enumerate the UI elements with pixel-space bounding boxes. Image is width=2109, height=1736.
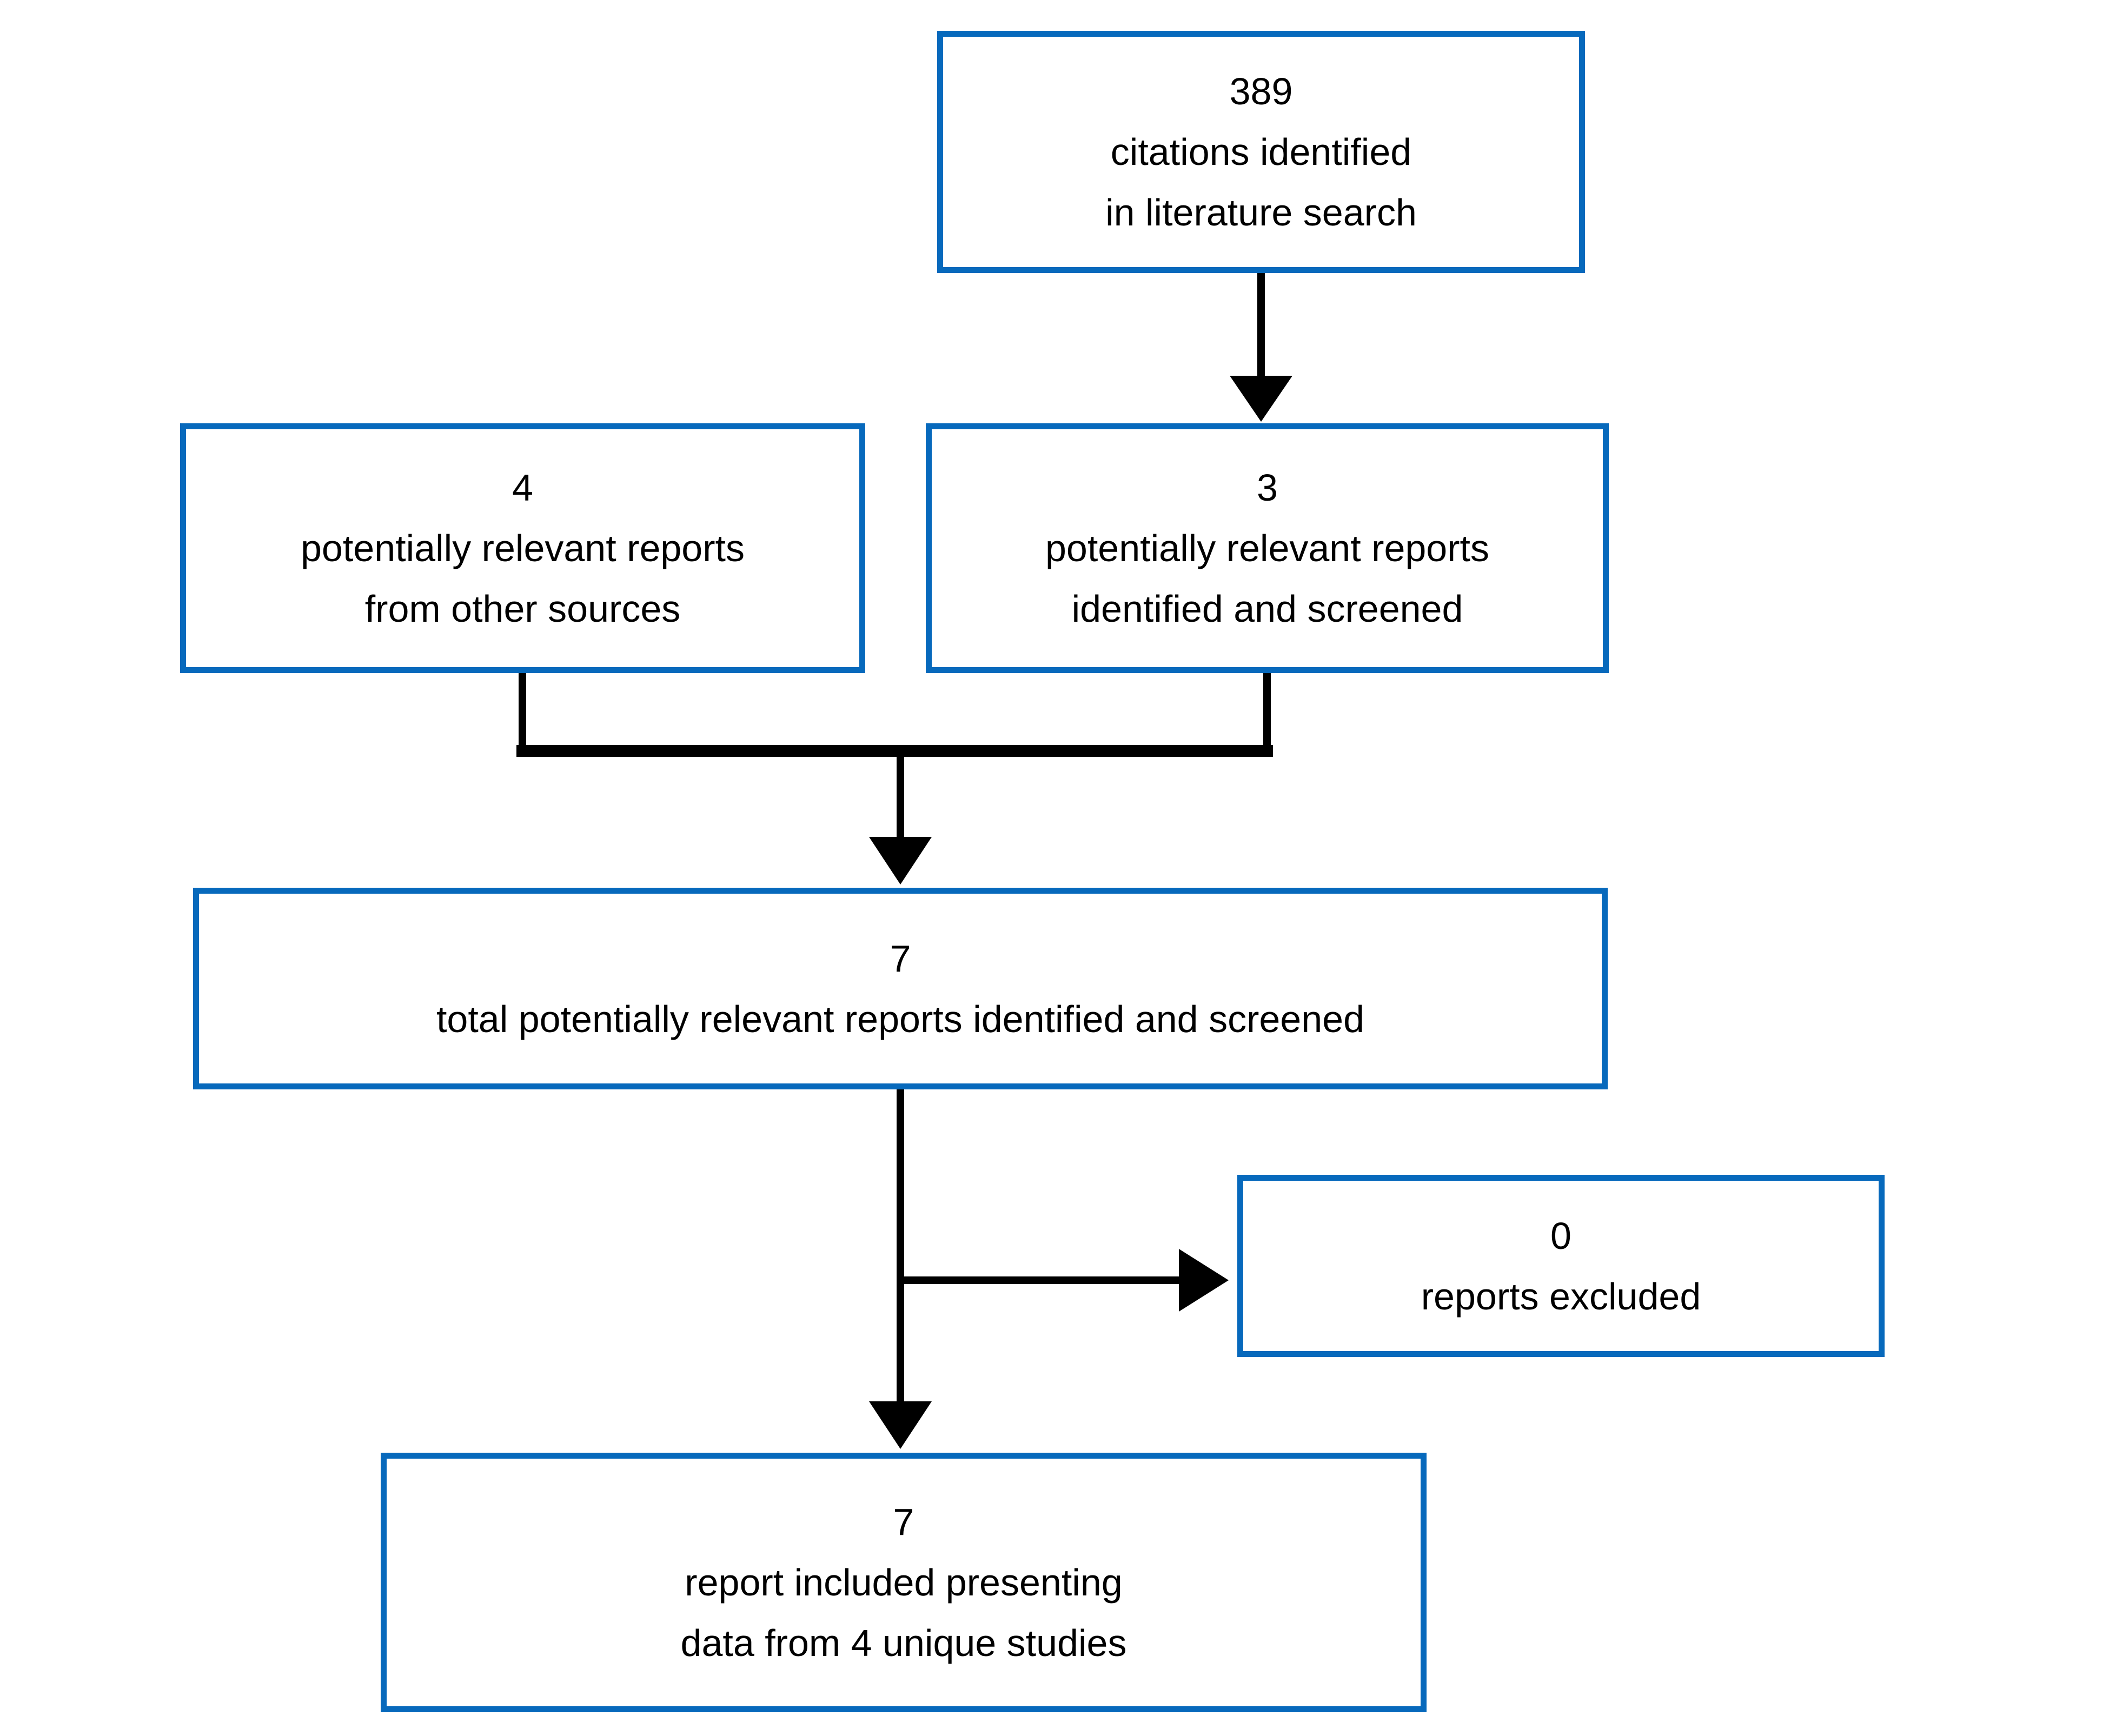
box-count: 4 <box>512 467 533 509</box>
box-label-line: data from 4 unique studies <box>680 1622 1127 1664</box>
box-count: 0 <box>1550 1214 1571 1257</box>
connector-line <box>519 673 526 754</box>
connector-line <box>1263 673 1271 754</box>
box-label-line: potentially relevant reports <box>1045 527 1489 569</box>
box-reports-identified-screened: 3 potentially relevant reports identifie… <box>926 423 1609 673</box>
arrowhead-down-icon <box>869 1401 932 1449</box>
box-count: 7 <box>893 1501 914 1543</box>
box-reports-other-sources: 4 potentially relevant reports from othe… <box>180 423 865 673</box>
box-reports-excluded: 0 reports excluded <box>1237 1175 1885 1357</box>
box-count: 389 <box>1229 70 1293 112</box>
box-label-line: total potentially relevant reports ident… <box>436 997 1365 1040</box>
box-citations-identified: 389 citations identified in literature s… <box>937 31 1585 273</box>
box-label-line: identified and screened <box>1071 588 1463 630</box>
connector-line <box>900 1276 1179 1284</box>
box-label-line: report included presenting <box>685 1561 1123 1604</box>
arrowhead-right-icon <box>1179 1249 1229 1312</box>
box-total-reports-screened: 7 total potentially relevant reports ide… <box>193 888 1608 1089</box>
connector-line <box>897 754 904 838</box>
connector-citations-to-screened <box>1230 273 1292 422</box>
box-reports-included: 7 report included presenting data from 4… <box>381 1453 1427 1712</box>
arrowhead-down-icon <box>869 837 932 884</box>
box-label-line: citations identified <box>1110 131 1412 173</box>
connector-line <box>897 1089 904 1401</box>
box-label-line: in literature search <box>1105 191 1417 234</box>
box-label-line: potentially relevant reports <box>301 527 745 569</box>
box-count: 7 <box>890 937 911 980</box>
box-label-line: from other sources <box>364 588 681 630</box>
connector-line <box>1257 273 1265 378</box>
arrowhead-down-icon <box>1230 376 1292 422</box>
box-count: 3 <box>1257 467 1278 509</box>
connector-merge-to-total <box>516 673 1273 884</box>
connector-total-to-excluded <box>900 1249 1229 1312</box>
connector-line <box>516 745 1273 757</box>
connector-total-to-included <box>869 1089 932 1449</box>
box-label-line: reports excluded <box>1421 1275 1701 1318</box>
